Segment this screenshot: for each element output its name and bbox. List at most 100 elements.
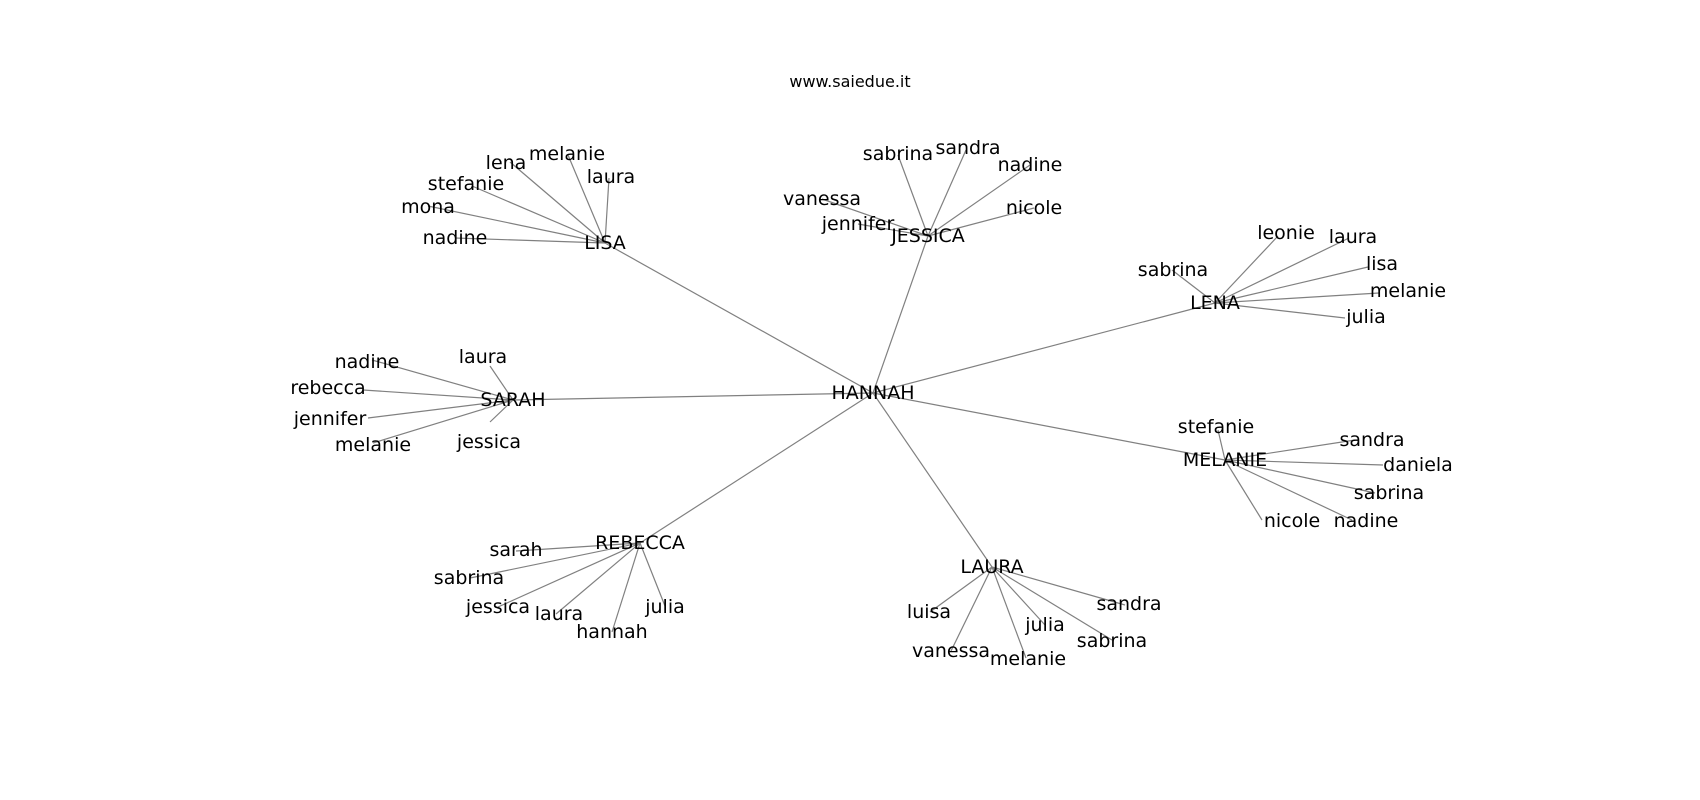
edge-center-lisa (604, 242, 874, 394)
leaf-node-label: sandra (935, 137, 1000, 159)
leaf-node-label: sandra (1339, 429, 1404, 451)
leaf-node-label: daniela (1383, 454, 1453, 476)
edge-rebecca-julia (639, 542, 666, 607)
edge-laura-vanessa (950, 566, 993, 652)
leaf-node-label: sabrina (1138, 259, 1208, 281)
edge-lisa-nadine (454, 237, 606, 244)
leaf-node-label: melanie (1370, 280, 1446, 302)
edge-sarah-nadine (371, 359, 514, 401)
leaf-node-label: jessica (456, 431, 521, 453)
leaf-node-label: julia (1024, 614, 1065, 636)
edge-melanie-nadine (1224, 459, 1353, 521)
edge-melanie-nicole (1224, 459, 1263, 521)
edge-lena-melanie (1214, 292, 1380, 304)
edge-lena-laura (1214, 237, 1350, 304)
edge-center-lena (872, 302, 1216, 394)
edge-lena-julia (1214, 302, 1346, 319)
edge-melanie-daniela (1224, 459, 1384, 466)
edge-rebecca-sabrina (469, 542, 641, 579)
edge-sarah-jennifer (367, 399, 514, 419)
edge-sarah-laura (489, 365, 514, 401)
center-node-label: HANNAH (832, 382, 915, 404)
site-watermark: www.saiedue.it (789, 72, 911, 91)
edge-melanie-stefanie (1217, 429, 1226, 461)
leaf-node-label: hannah (576, 621, 647, 643)
edge-jessica-nicole (927, 207, 1035, 237)
edge-rebecca-hannah (611, 542, 641, 633)
edge-laura-sandra (991, 566, 1126, 606)
leaf-node-label: melanie (990, 648, 1066, 670)
edge-rebecca-laura (555, 542, 641, 615)
leaf-node-label: nadine (1334, 510, 1399, 532)
leaf-node-label: jennifer (293, 408, 367, 430)
leaf-node-label: stefanie (428, 173, 504, 195)
leaf-node-label: nicole (1006, 197, 1062, 219)
hub-node-label: MELANIE (1183, 449, 1267, 471)
edge-center-rebecca (639, 392, 874, 544)
edge-sarah-rebecca (362, 389, 514, 401)
edges-layer (362, 149, 1384, 659)
edge-melanie-sandra (1224, 439, 1356, 461)
leaf-node-label: vanessa (783, 188, 861, 210)
edge-laura-melanie (991, 566, 1027, 659)
edge-jessica-sabrina (897, 154, 929, 237)
edge-lisa-stefanie (471, 185, 606, 244)
edge-lena-leonie (1214, 235, 1279, 304)
leaf-node-label: laura (587, 166, 635, 188)
edge-lisa-laura (604, 177, 610, 244)
leaf-node-label: laura (535, 603, 583, 625)
edge-jessica-jennifer (857, 223, 929, 237)
leaf-node-label: sandra (1096, 593, 1161, 615)
edge-sarah-melanie (372, 399, 514, 444)
edge-lena-lisa (1214, 266, 1369, 304)
leaf-node-label: leonie (1257, 222, 1315, 244)
leaf-node-label: stefanie (1178, 416, 1254, 438)
leaf-node-label: laura (459, 346, 507, 368)
edge-center-laura (872, 392, 993, 568)
edge-melanie-sabrina (1224, 459, 1376, 494)
hub-node-label: SARAH (480, 389, 545, 411)
leaf-node-label: melanie (529, 143, 605, 165)
hub-node-label: LAURA (960, 556, 1023, 578)
leaf-node-label: nicole (1264, 510, 1320, 532)
hub-node-label: REBECCA (595, 532, 685, 554)
edge-rebecca-jessica (497, 542, 641, 608)
hub-node-label: LENA (1190, 292, 1240, 314)
leaf-node-label: sabrina (863, 143, 933, 165)
edge-lisa-melanie (567, 154, 606, 244)
leaf-node-label: sabrina (1077, 630, 1147, 652)
labels-layer: HANNAHLISAmelanielenalaurastefaniemonana… (290, 137, 1453, 670)
hub-node-label: LISA (584, 232, 626, 254)
leaf-node-label: jennifer (821, 213, 895, 235)
edge-lisa-mona (427, 205, 606, 244)
edge-center-melanie (872, 392, 1226, 461)
edge-laura-julia (991, 566, 1046, 626)
edge-rebecca-sarah (515, 542, 641, 552)
edge-lena-sabrina (1171, 269, 1216, 304)
edge-center-jessica (872, 235, 929, 394)
edge-sarah-jessica (489, 399, 514, 423)
leaf-node-label: sabrina (434, 567, 504, 589)
leaf-node-label: vanessa (912, 640, 990, 662)
leaf-node-label: nadine (998, 154, 1063, 176)
edge-center-sarah (512, 392, 874, 401)
edge-jessica-nadine (927, 164, 1031, 237)
hub-node-label: JESSICA (890, 225, 965, 247)
leaf-node-label: jessica (465, 596, 530, 618)
edge-jessica-sandra (927, 149, 967, 237)
leaf-node-label: laura (1329, 226, 1377, 248)
edge-laura-luisa (929, 566, 993, 613)
leaf-node-label: julia (644, 596, 685, 618)
edge-laura-sabrina (991, 566, 1113, 641)
leaf-node-label: sabrina (1354, 482, 1424, 504)
leaf-node-label: sarah (489, 539, 542, 561)
leaf-node-label: nadine (335, 351, 400, 373)
leaf-node-label: rebecca (290, 377, 365, 399)
leaf-node-label: nadine (423, 227, 488, 249)
leaf-node-label: lena (486, 152, 527, 174)
leaf-node-label: lisa (1366, 253, 1398, 275)
edge-jessica-vanessa (821, 198, 929, 237)
leaf-node-label: mona (401, 196, 455, 218)
edge-lisa-lena (509, 161, 606, 244)
